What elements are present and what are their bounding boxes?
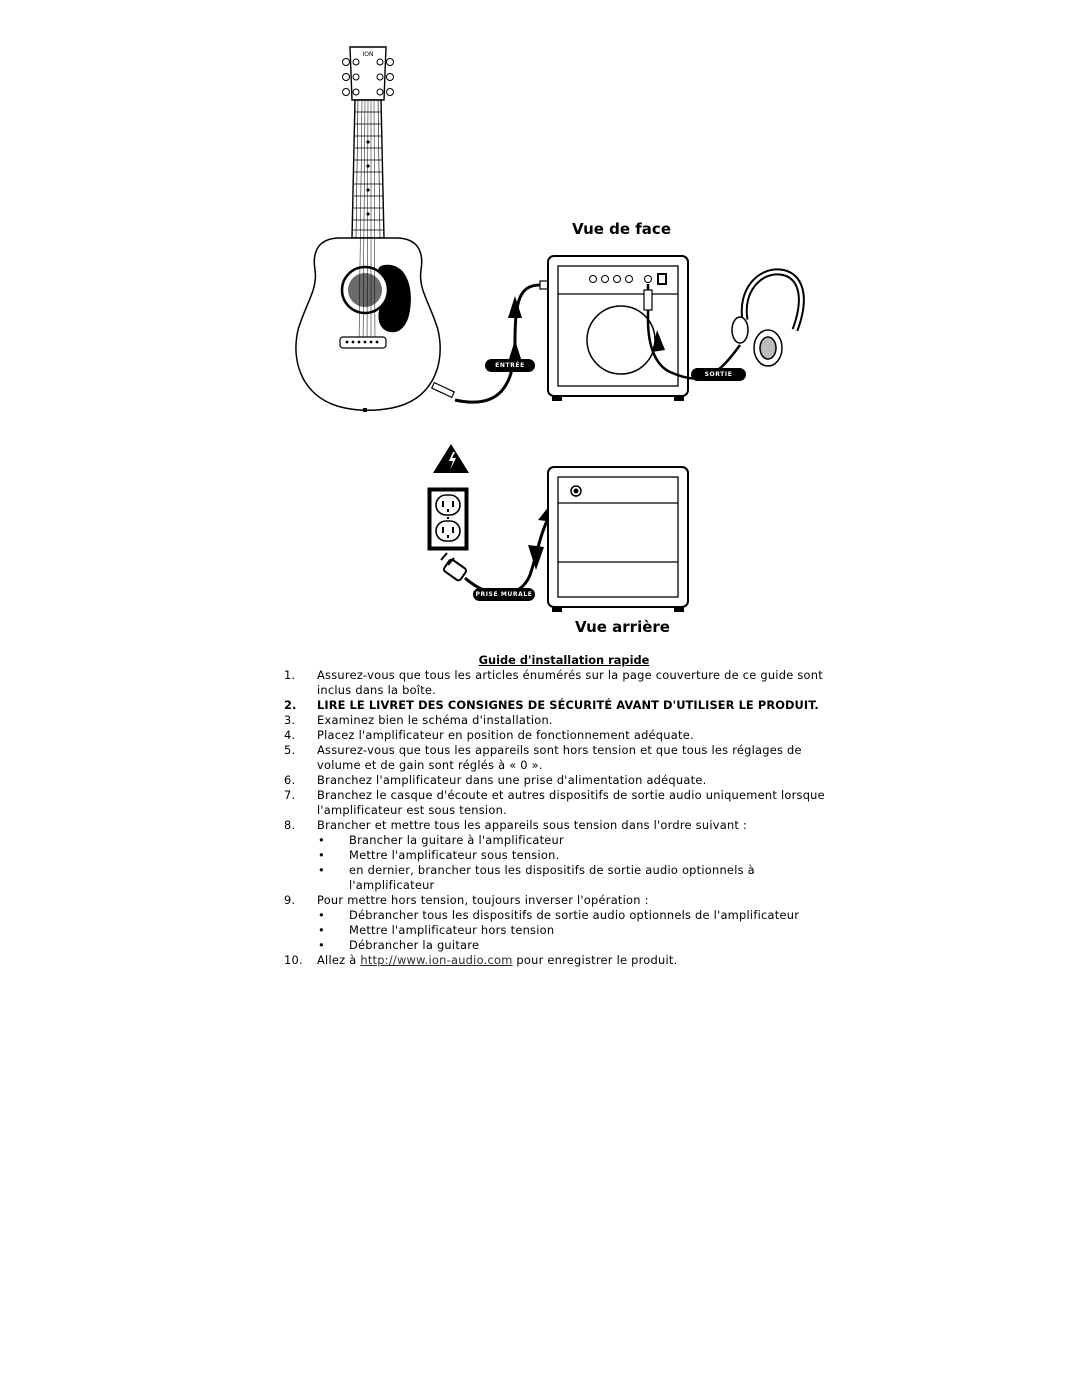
bullet-icon: • xyxy=(318,923,325,937)
outlet-label: PRISE MURALE xyxy=(473,588,535,601)
bullet-icon: • xyxy=(318,848,325,862)
item-text: Brancher et mettre tous les appareils so… xyxy=(317,818,748,832)
bullet-text: Brancher la guitare à l'amplificateur xyxy=(349,833,564,847)
wall-outlet-icon xyxy=(427,487,469,551)
bullet-text: en dernier, brancher tous les dispositif… xyxy=(349,863,755,892)
amplifier-rear xyxy=(547,466,689,612)
rear-view-illustration xyxy=(427,444,689,612)
list-item: 6. Branchez l'amplificateur dans une pri… xyxy=(284,773,844,788)
warning-icon xyxy=(433,444,469,473)
item-number: 10. xyxy=(284,953,303,967)
sortie-label: SORTIE xyxy=(691,368,746,381)
item-number: 7. xyxy=(284,788,296,802)
output-cable xyxy=(643,284,742,380)
item-text: Assurez-vous que tous les appareils sont… xyxy=(317,743,802,772)
bullet-icon: • xyxy=(318,863,325,877)
item-text-after: pour enregistrer le produit. xyxy=(516,953,678,967)
bullet-text: Mettre l'amplificateur hors tension xyxy=(349,923,555,937)
guide-heading: Guide d'installation rapide xyxy=(478,653,650,667)
front-view-title: Vue de face xyxy=(572,220,671,238)
bullet-icon: • xyxy=(318,833,325,847)
guitar xyxy=(295,46,441,412)
item-number: 5. xyxy=(284,743,296,757)
item-number: 4. xyxy=(284,728,296,742)
bullet-item: • Mettre l'amplificateur sous tension. xyxy=(284,848,844,863)
list-item: 5. Assurez-vous que tous les appareils s… xyxy=(284,743,844,773)
list-item: 10. Allez à http://www.ion-audio.com pou… xyxy=(284,953,844,968)
item-text: Pour mettre hors tension, toujours inver… xyxy=(317,893,649,907)
item-number: 2. xyxy=(284,698,297,712)
item-number: 3. xyxy=(284,713,296,727)
list-item: 9. Pour mettre hors tension, toujours in… xyxy=(284,893,844,908)
item-text: Examinez bien le schéma d'installation. xyxy=(317,713,553,727)
item-text: Branchez l'amplificateur dans une prise … xyxy=(317,773,707,787)
bullet-text: Mettre l'amplificateur sous tension. xyxy=(349,848,560,862)
bullet-item: • Débrancher tous les dispositifs de sor… xyxy=(284,908,844,923)
item-text: LIRE LE LIVRET DES CONSIGNES DE SÉCURITÉ… xyxy=(317,698,819,712)
rear-view-title: Vue arrière xyxy=(575,618,670,636)
quick-install-guide: Guide d'installation rapide 1. Assurez-v… xyxy=(284,653,844,968)
plug-icon xyxy=(440,552,468,582)
item-text: Assurez-vous que tous les articles énumé… xyxy=(317,668,823,697)
list-item: 4. Placez l'amplificateur en position de… xyxy=(284,728,844,743)
item-number: 6. xyxy=(284,773,296,787)
list-item: 2. LIRE LE LIVRET DES CONSIGNES DE SÉCUR… xyxy=(284,698,844,713)
list-item: 8. Brancher et mettre tous les appareils… xyxy=(284,818,844,833)
front-view-illustration: ION xyxy=(295,46,805,412)
input-cable xyxy=(430,280,557,404)
item-text: Placez l'amplificateur en position de fo… xyxy=(317,728,694,742)
item-number: 9. xyxy=(284,893,296,907)
item-number: 1. xyxy=(284,668,296,682)
website-link[interactable]: http://www.ion-audio.com xyxy=(360,953,513,967)
bullet-item: • Débrancher la guitare xyxy=(284,938,844,953)
bullet-text: Débrancher la guitare xyxy=(349,938,480,952)
guitar-brand-text: ION xyxy=(363,51,374,58)
list-item: 1. Assurez-vous que tous les articles én… xyxy=(284,668,844,698)
headphones xyxy=(731,268,805,367)
amplifier-front xyxy=(547,255,689,401)
item-text-before: Allez à xyxy=(317,953,357,967)
bullet-text: Débrancher tous les dispositifs de sorti… xyxy=(349,908,800,922)
item-text: Branchez le casque d'écoute et autres di… xyxy=(317,788,825,817)
list-item: 3. Examinez bien le schéma d'installatio… xyxy=(284,713,844,728)
bullet-icon: • xyxy=(318,938,325,952)
bullet-item: • en dernier, brancher tous les disposit… xyxy=(284,863,844,893)
item-number: 8. xyxy=(284,818,296,832)
bullet-icon: • xyxy=(318,908,325,922)
bullet-item: • Brancher la guitare à l'amplificateur xyxy=(284,833,844,848)
bullet-item: • Mettre l'amplificateur hors tension xyxy=(284,923,844,938)
entree-label: ENTRÉE xyxy=(485,359,535,372)
list-item: 7. Branchez le casque d'écoute et autres… xyxy=(284,788,844,818)
